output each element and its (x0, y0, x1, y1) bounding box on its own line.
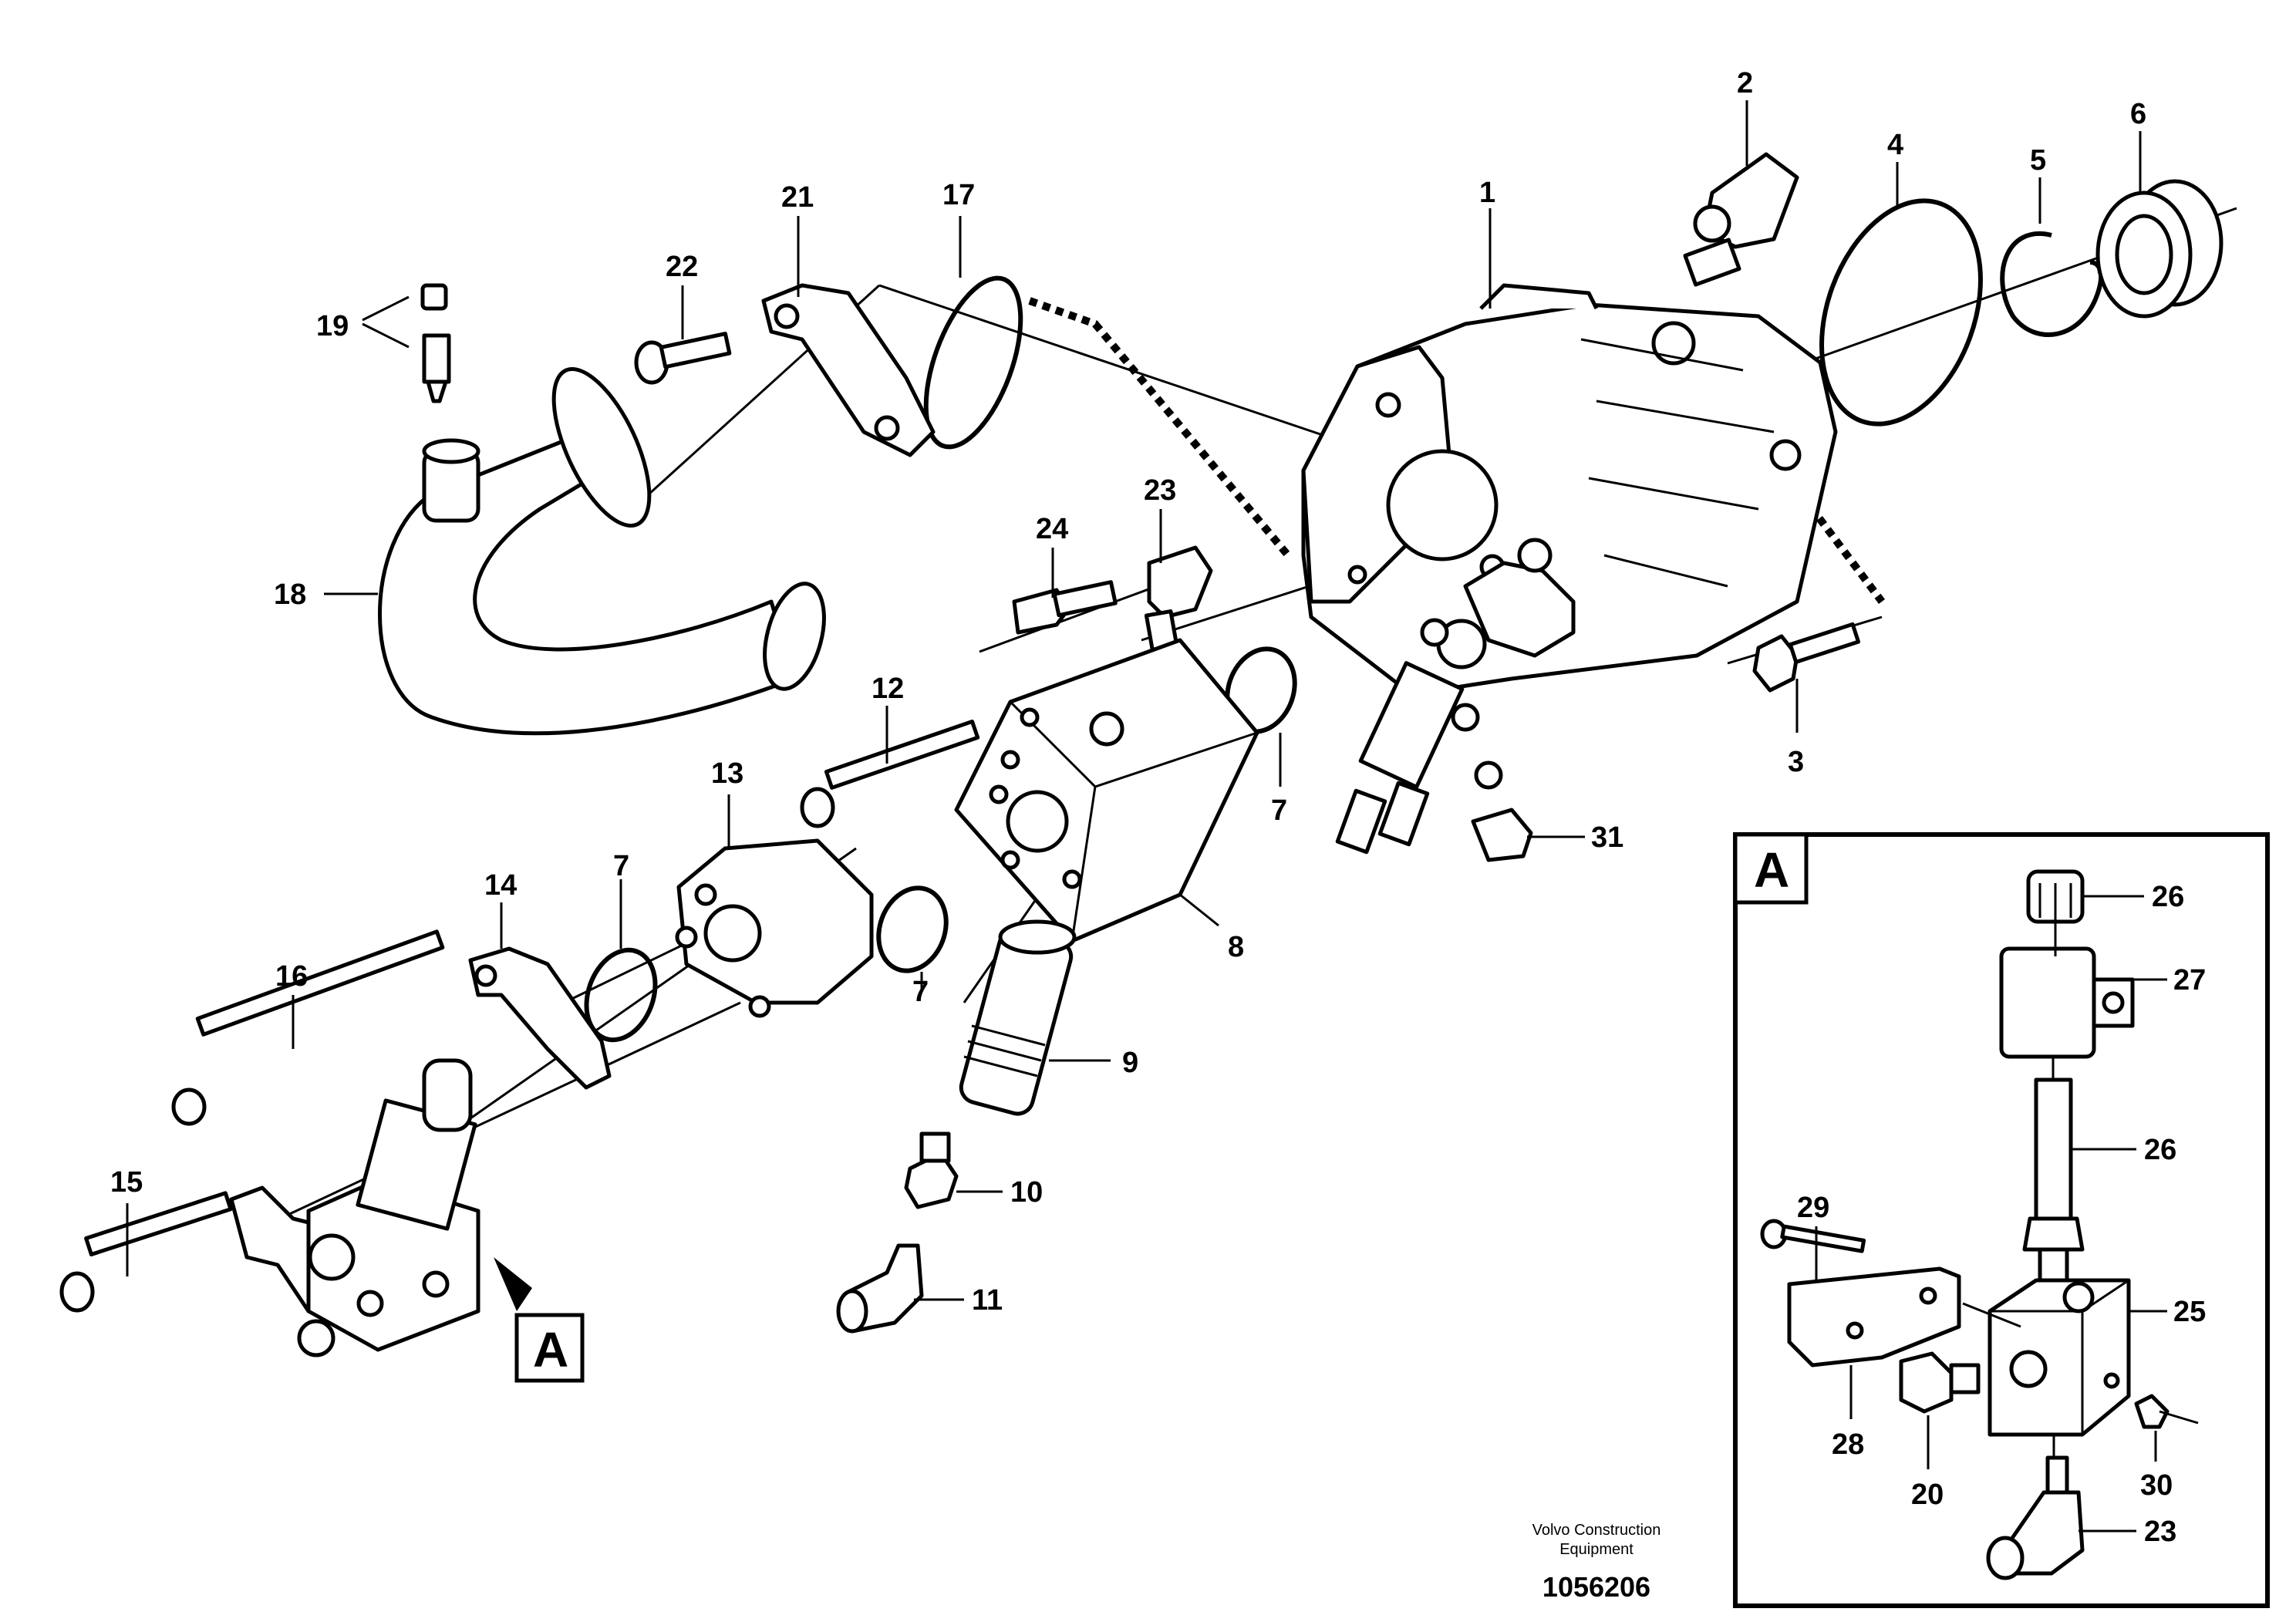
bolt-15 (59, 1191, 233, 1313)
label-19: 19 (316, 310, 349, 342)
label-18: 18 (274, 578, 306, 611)
label-4: 4 (1887, 129, 1903, 161)
shaft-seal-6 (2095, 179, 2224, 319)
bolt-3 (1752, 622, 1861, 693)
o-ring-17 (923, 275, 1023, 450)
breather-parts-19 (420, 283, 451, 403)
flange-13 (675, 838, 874, 1018)
view-marker: A (514, 1313, 585, 1383)
flange-clamp-21 (761, 283, 936, 457)
bolt-22 (634, 332, 732, 385)
bolt-12 (800, 719, 980, 828)
detail-label-20: 20 (1911, 1479, 1944, 1511)
label-7-a: 7 (1271, 794, 1287, 827)
label-3: 3 (1788, 746, 1804, 778)
label-23: 23 (1144, 474, 1176, 507)
label-21: 21 (781, 181, 814, 214)
o-ring-4 (1819, 198, 1983, 427)
view-marker-letter: A (533, 1322, 568, 1378)
detail-label-23: 23 (2144, 1516, 2176, 1548)
label-14: 14 (484, 869, 517, 902)
label-9: 9 (1122, 1047, 1138, 1079)
clamp-14 (468, 946, 612, 1090)
label-24: 24 (1036, 513, 1068, 545)
elbow-11 (836, 1243, 924, 1334)
bolt-16 (171, 929, 445, 1126)
label-10: 10 (1010, 1176, 1043, 1209)
fitting-31 (1471, 808, 1533, 862)
footer: Volvo Construction Equipment 1056206 (1532, 1522, 1661, 1603)
detail-view-a: A (1733, 832, 2270, 1608)
label-8: 8 (1228, 931, 1244, 963)
elbow-fitting-2 (1683, 152, 1799, 287)
detail-label-26-a: 26 (2152, 881, 2184, 913)
detail-label-27: 27 (2173, 964, 2206, 996)
label-17: 17 (942, 179, 975, 211)
center-lines (246, 207, 2237, 1236)
footer-line-2: Equipment (1559, 1541, 1633, 1558)
snap-ring-5 (2000, 231, 2104, 337)
label-6: 6 (2130, 98, 2146, 130)
leader-lines (126, 100, 2142, 1301)
valve-block-8 (954, 638, 1259, 943)
detail-label-30: 30 (2140, 1469, 2173, 1502)
fitting-10 (904, 1131, 959, 1209)
label-5: 5 (2030, 144, 2046, 177)
label-12: 12 (872, 673, 904, 705)
drawing-number: 1056206 (1542, 1571, 1650, 1603)
label-16: 16 (275, 960, 308, 993)
label-11: 11 (972, 1284, 1003, 1317)
label-22: 22 (666, 251, 698, 283)
label-7-c: 7 (613, 850, 629, 882)
suction-pipe-18 (378, 367, 826, 736)
detail-label-29: 29 (1797, 1192, 1829, 1224)
label-2: 2 (1737, 67, 1753, 99)
detail-label-28: 28 (1832, 1428, 1864, 1461)
label-31: 31 (1591, 821, 1623, 854)
label-13: 13 (711, 757, 743, 790)
label-15: 15 (110, 1166, 143, 1199)
o-ring-7-b (876, 885, 949, 973)
fitting-24 (1012, 580, 1118, 635)
detail-label-26-b: 26 (2144, 1134, 2176, 1166)
footer-line-1: Volvo Construction (1532, 1522, 1661, 1539)
detail-marker-letter: A (1754, 842, 1789, 898)
label-1: 1 (1479, 177, 1495, 209)
o-ring-7-c (584, 947, 658, 1043)
pump-body (1301, 283, 1838, 855)
detail-label-25: 25 (2173, 1296, 2206, 1328)
label-7-b: 7 (912, 976, 929, 1008)
cartridge-valve-9 (959, 919, 1077, 1116)
part-numbers: 1 2 3 4 5 6 7 7 7 8 9 10 11 12 13 14 15 … (110, 67, 2146, 1317)
elbow-23 (1144, 545, 1213, 652)
solenoid-valve-assembly (229, 1058, 532, 1357)
